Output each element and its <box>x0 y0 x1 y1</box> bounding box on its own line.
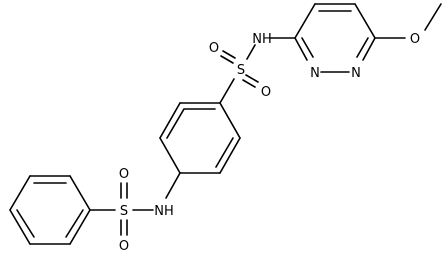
phenyl-inner-3 <box>65 209 84 238</box>
pyr-bond-c5-c6 <box>354 3 376 39</box>
bond-s-o-top-2 <box>220 55 234 64</box>
ring-bond-1 <box>219 102 241 139</box>
bond-s-o-bottom-1 <box>245 74 259 83</box>
pyridazine-ring <box>294 3 376 73</box>
ring-bond-2 <box>219 137 241 174</box>
atom-s-upper: S <box>237 63 245 78</box>
atom-o-upper-bottom: O <box>261 85 271 100</box>
bond-s-o-top-1 <box>222 50 236 59</box>
pyr-bond-c6-n1 <box>362 37 376 61</box>
upper-sulfonyl-bonds <box>219 44 259 104</box>
ring-inner-double-2 <box>166 108 185 139</box>
atom-o-upper-top: O <box>209 41 219 56</box>
bond-s-ring <box>219 78 235 104</box>
phenyl-bond-6 <box>69 209 91 245</box>
phenyl-bond-3 <box>9 175 31 211</box>
ring-bond-4 <box>159 137 181 174</box>
atom-nh-upper: NH <box>252 32 272 47</box>
bond-o-methyl <box>424 3 442 31</box>
atom-n-pyridazine-1: N <box>351 66 361 81</box>
ring-inner-double-1 <box>215 137 234 168</box>
phenyl-bond-4 <box>9 209 31 245</box>
atom-s-lower: S <box>120 204 128 219</box>
atom-o-lower-top: O <box>119 167 129 182</box>
atom-o-lower-bottom: O <box>119 239 129 254</box>
bond-s-nh <box>246 44 256 60</box>
phenyl-bond-1 <box>69 175 91 211</box>
central-benzene-ring <box>159 102 241 174</box>
bond-ring-nh-lower <box>165 172 181 199</box>
pyr-bond-n2-c3 <box>294 37 308 61</box>
ring-bond-5 <box>159 102 181 139</box>
phenyl-ring <box>9 175 91 245</box>
pyr-bond-n2-c3-inner <box>301 37 314 58</box>
atom-o-methoxy: O <box>410 32 420 47</box>
atom-nh-lower: NH <box>154 204 174 219</box>
atom-n-pyridazine-2: N <box>310 66 320 81</box>
bond-s-o-bottom-2 <box>242 79 256 88</box>
lower-sulfonyl-bonds <box>89 182 154 236</box>
phenyl-inner-2 <box>16 209 35 238</box>
pyr-bond-c6-n1-inner <box>356 37 369 58</box>
pyr-bond-c3-c4 <box>294 3 316 39</box>
